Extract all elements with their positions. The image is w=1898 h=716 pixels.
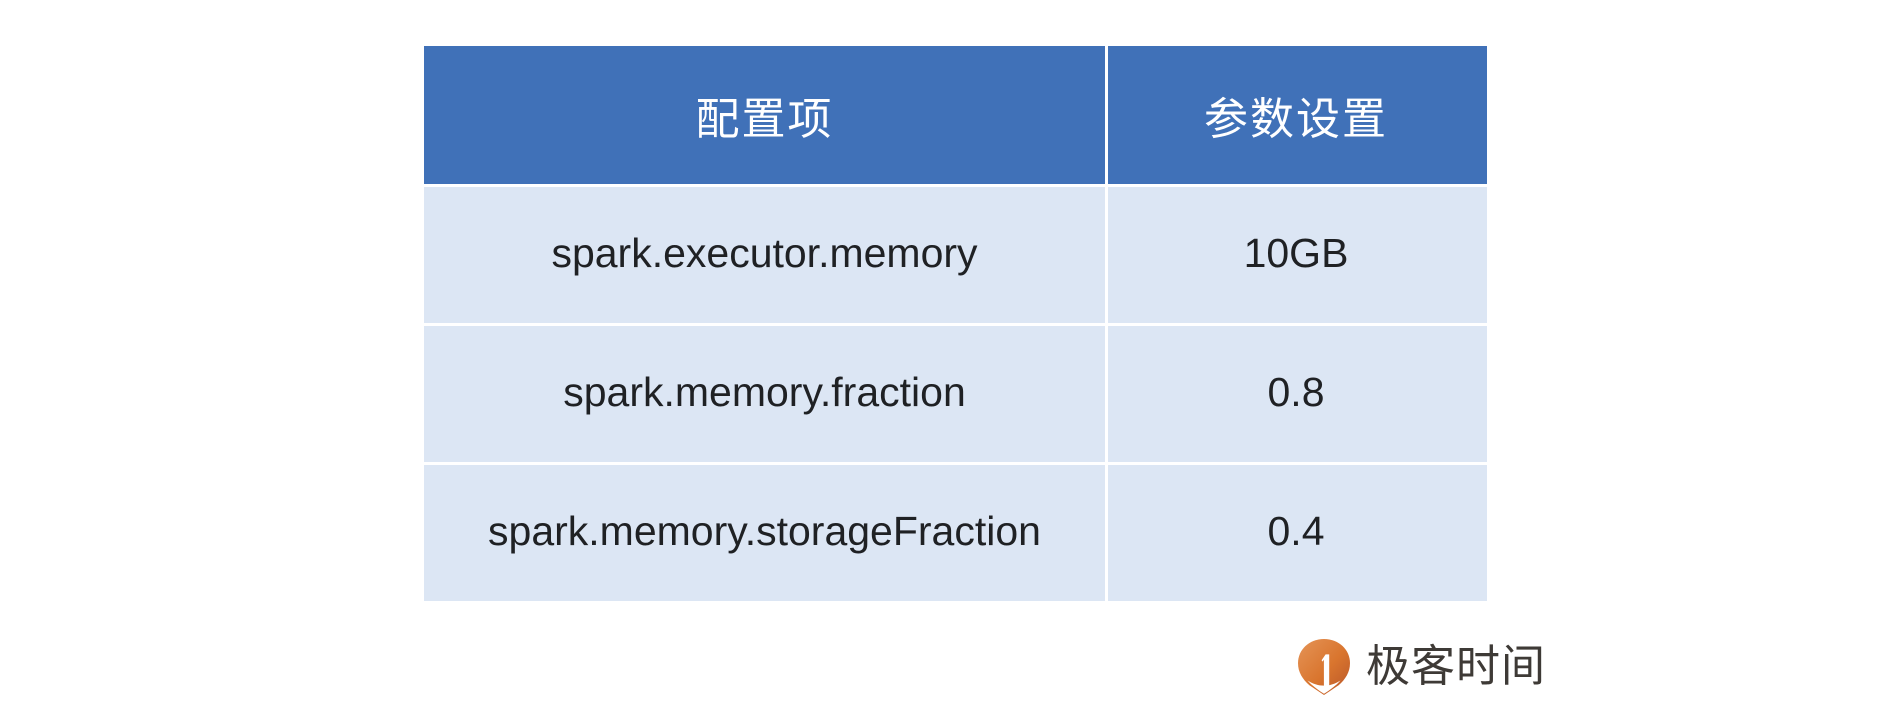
cell-parameter-value: 0.8 bbox=[1105, 323, 1487, 462]
cell-config-item: spark.memory.storageFraction bbox=[424, 462, 1105, 601]
table-header: 配置项 参数设置 bbox=[424, 46, 1487, 184]
table-row: spark.memory.fraction 0.8 bbox=[424, 323, 1487, 462]
column-header-parameter-value: 参数设置 bbox=[1105, 46, 1487, 184]
cell-config-item: spark.executor.memory bbox=[424, 184, 1105, 323]
table-row: spark.executor.memory 10GB bbox=[424, 184, 1487, 323]
table-body: spark.executor.memory 10GB spark.memory.… bbox=[424, 184, 1487, 601]
column-header-config-item: 配置项 bbox=[424, 46, 1105, 184]
table-header-row: 配置项 参数设置 bbox=[424, 46, 1487, 184]
cell-parameter-value: 0.4 bbox=[1105, 462, 1487, 601]
geektime-pin-icon bbox=[1298, 639, 1350, 695]
geektime-logo-text: 极客时间 bbox=[1366, 642, 1546, 691]
table-row: spark.memory.storageFraction 0.4 bbox=[424, 462, 1487, 601]
cell-config-item: spark.memory.fraction bbox=[424, 323, 1105, 462]
spark-memory-config-table: 配置项 参数设置 spark.executor.memory 10GB spar… bbox=[424, 46, 1487, 601]
cell-parameter-value: 10GB bbox=[1105, 184, 1487, 323]
geektime-logo: 极客时间 bbox=[1296, 638, 1546, 696]
